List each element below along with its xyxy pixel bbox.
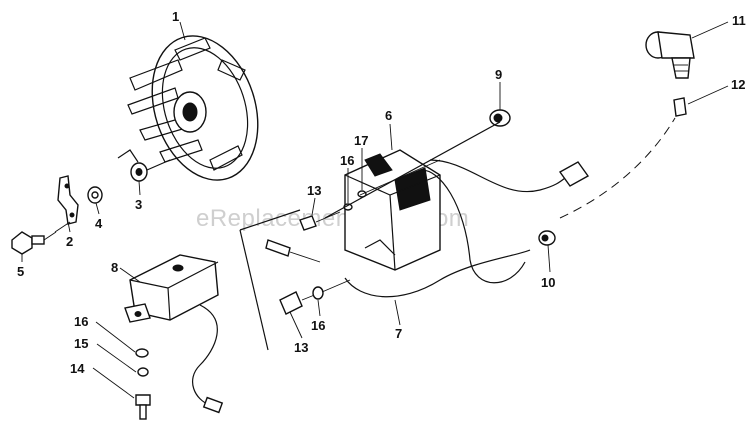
callout-1: 1 <box>172 9 179 24</box>
callout-3: 3 <box>135 197 142 212</box>
callout-15: 15 <box>74 336 88 351</box>
callout-2: 2 <box>66 234 73 249</box>
terminal-part-10 <box>538 230 556 246</box>
bolt-part-5 <box>11 231 57 255</box>
callout-13-lower: 13 <box>294 340 308 355</box>
washer-part-16-lower <box>312 286 324 300</box>
washer-part-4 <box>87 186 103 204</box>
callout-12: 12 <box>731 77 745 92</box>
callout-16-left: 16 <box>74 314 88 329</box>
callout-5: 5 <box>17 264 24 279</box>
callout-17: 17 <box>354 133 368 148</box>
grommet-part-9 <box>489 109 511 127</box>
callout-11: 11 <box>732 13 746 28</box>
wire-lead-part-7 <box>344 159 590 298</box>
flywheel-part-1 <box>127 35 259 181</box>
callout-16-upper: 16 <box>340 153 354 168</box>
assembly-lines <box>54 117 676 351</box>
callout-labels: 1 2 3 4 5 6 7 8 9 10 11 12 13 13 14 15 1… <box>17 9 746 376</box>
spring-connector-part-12 <box>673 97 687 117</box>
leader-lines <box>21 21 729 399</box>
ignition-module-part-8 <box>124 254 224 414</box>
callout-7: 7 <box>395 326 402 341</box>
ignition-coil-part-6 <box>344 149 441 271</box>
flywheel-nut-part-3 <box>117 149 171 182</box>
pin-connector <box>265 239 321 263</box>
callout-8: 8 <box>111 260 118 275</box>
callout-10: 10 <box>541 275 555 290</box>
callout-9: 9 <box>495 67 502 82</box>
spark-plug-boot-part-11 <box>645 31 695 79</box>
callout-4: 4 <box>95 216 103 231</box>
callout-13-upper: 13 <box>307 183 321 198</box>
callout-16-lower: 16 <box>311 318 325 333</box>
bracket-part-2 <box>57 175 79 225</box>
screw-stack-parts-14-15-16 <box>135 348 151 420</box>
callout-14: 14 <box>70 361 85 376</box>
callout-6: 6 <box>385 108 392 123</box>
